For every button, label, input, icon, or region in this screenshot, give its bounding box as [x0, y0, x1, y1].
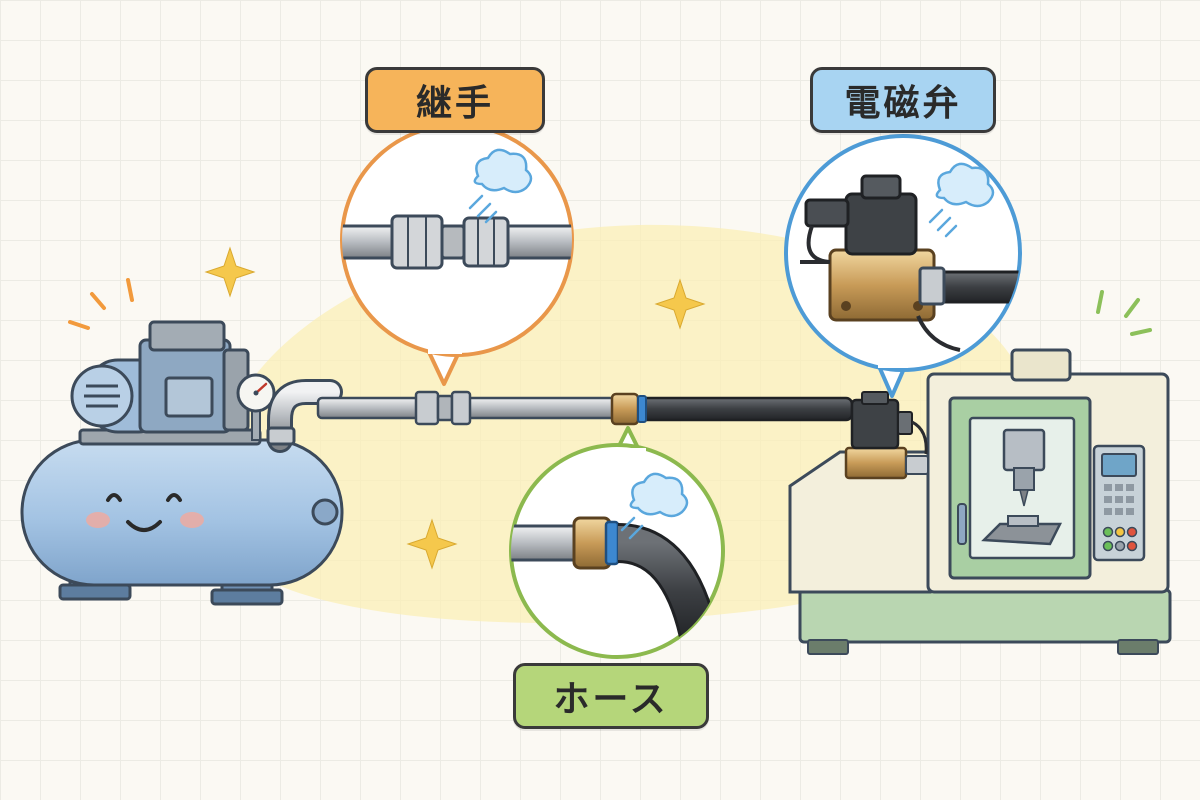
pump-head	[138, 320, 250, 434]
machine-accent-marks	[1096, 290, 1152, 336]
hose-fitting	[610, 392, 647, 426]
air-tank	[20, 438, 344, 587]
air-leak-icon	[468, 148, 533, 224]
air-leak-icon	[928, 162, 995, 238]
solenoid-valve	[844, 391, 929, 480]
air-line	[316, 390, 854, 426]
cnc-machine	[788, 348, 1172, 655]
air-compressor	[20, 320, 344, 606]
tank-face	[86, 493, 204, 532]
callout-solenoid-valve	[784, 134, 1022, 398]
sparkle-icon	[204, 246, 706, 570]
label-solenoid-valve: 電磁弁	[810, 67, 996, 133]
callout-joint	[340, 123, 574, 386]
air-leak-icon	[620, 472, 689, 540]
label-hose: ホース	[513, 663, 709, 729]
pipe-joint	[414, 390, 472, 426]
callout-hose	[509, 426, 725, 659]
label-joint: 継手	[365, 67, 545, 133]
control-panel	[1092, 444, 1146, 562]
compressor-accent-marks	[68, 278, 134, 330]
pressure-gauge-icon	[236, 373, 276, 441]
